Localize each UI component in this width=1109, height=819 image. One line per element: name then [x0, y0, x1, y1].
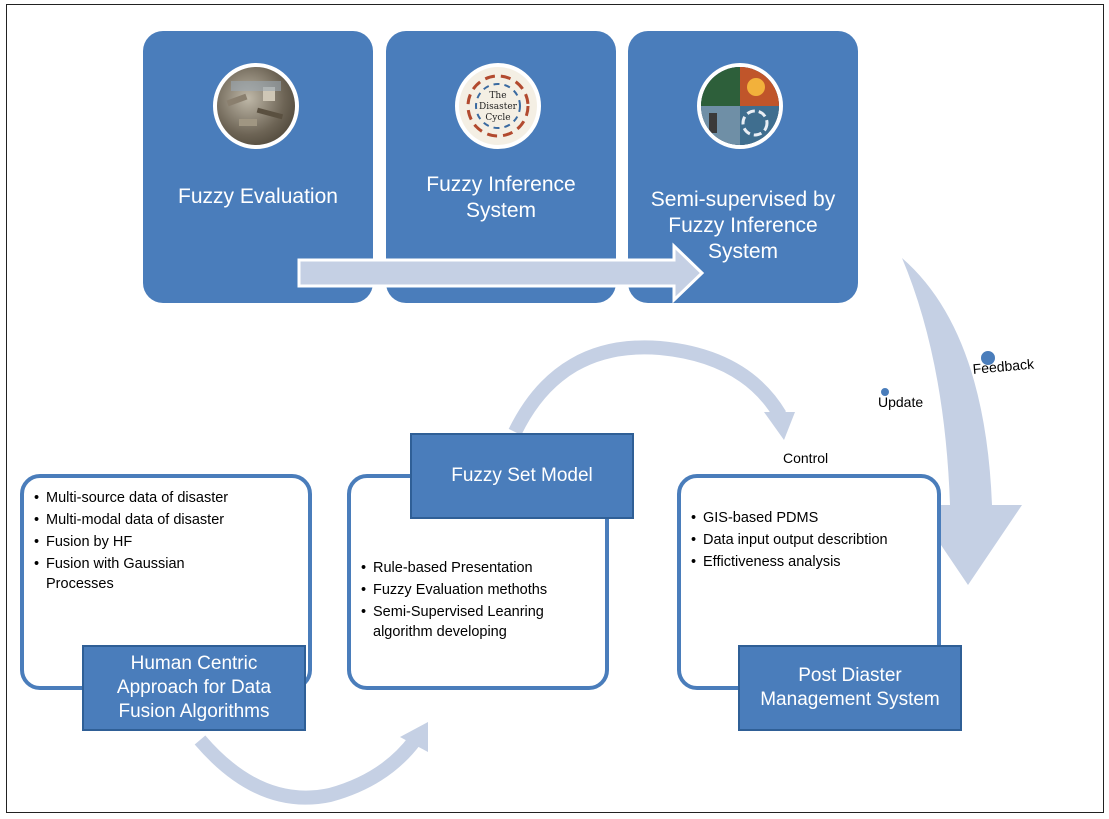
cycle-image-text-the: The: [489, 91, 506, 101]
step-title: Fuzzy Inference System: [426, 173, 576, 222]
update-label: Update: [878, 394, 924, 410]
arc-arrow-to-control-head: [764, 412, 795, 440]
cycle-image-text-disaster: Disaster: [479, 102, 518, 112]
step-box-fuzzy-evaluation: Fuzzy Evaluation: [143, 31, 373, 303]
label-post-disaster-management-system: Post Diaster Management System: [738, 645, 962, 731]
arc-arrow-bottom: [194, 735, 421, 805]
disaster-debris-image: [213, 63, 299, 149]
disaster-cycle-image: The Disaster Cycle: [455, 63, 541, 149]
bullet-item: Fuzzy Evaluation methoths: [361, 580, 601, 600]
step-box-fuzzy-inference-system: The Disaster Cycle Fuzzy Inference Syste…: [386, 31, 616, 303]
bullet-list-post-disaster: GIS-based PDMS Data input output describ…: [691, 508, 937, 574]
arc-arrow-to-control: [508, 340, 787, 436]
bullet-item: GIS-based PDMS: [691, 508, 937, 528]
bullet-item: Fusion with Gaussian Processes: [34, 554, 196, 594]
step-title: Semi-supervised by Fuzzy Inference Syste…: [650, 188, 836, 263]
bullet-item: Rule-based Presentation: [361, 558, 601, 578]
disaster-collage-image: [697, 63, 783, 149]
feedback-arrow: [902, 258, 1022, 585]
step-title: Fuzzy Evaluation: [178, 185, 338, 208]
bullet-list-fuzzy-set-model: Rule-based Presentation Fuzzy Evaluation…: [361, 558, 601, 644]
label-human-centric-approach: Human Centric Approach for Data Fusion A…: [82, 645, 306, 731]
bullet-item: Semi-Supervised Leanring algorithm devel…: [361, 602, 601, 642]
bullet-item: Fusion by HF: [34, 532, 304, 552]
bullet-item: Multi-source data of disaster: [34, 488, 304, 508]
label-fuzzy-set-model: Fuzzy Set Model: [410, 433, 634, 519]
bullet-item: Multi-modal data of disaster: [34, 510, 304, 530]
bullet-item: Effictiveness analysis: [691, 552, 937, 572]
arc-arrow-bottom-head: [400, 722, 428, 752]
step-box-semi-supervised: Semi-supervised by Fuzzy Inference Syste…: [628, 31, 858, 303]
cycle-image-text-cycle: Cycle: [485, 113, 510, 123]
bullet-list-data-fusion: Multi-source data of disaster Multi-moda…: [34, 488, 304, 596]
bullet-item: Data input output describtion: [691, 530, 937, 550]
control-label: Control: [783, 450, 829, 466]
